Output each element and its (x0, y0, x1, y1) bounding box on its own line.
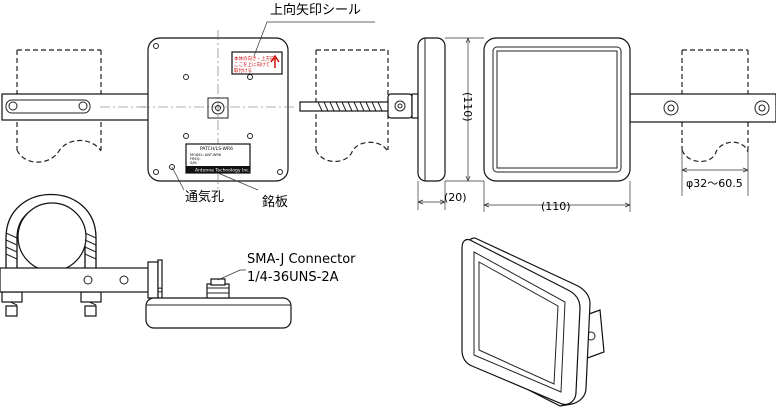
nameplate-maker: Antenna Technology Inc. (195, 168, 250, 174)
height-dimension: (110) (461, 92, 474, 122)
nameplate-line-3: FREQ: (190, 157, 201, 161)
up-arrow-sticker-label: 上向矢印シール (270, 2, 361, 18)
vent-hole-icon (169, 164, 175, 170)
side-view: (20) (299, 37, 467, 210)
sticker-line-1: 本体の向き・上方向 (234, 55, 275, 62)
connector-thread-label: 1/4-36UNS-2A (247, 270, 339, 285)
isometric-view (461, 237, 605, 407)
nameplate-line-2: MODEL: ANT-WR6 (190, 153, 221, 157)
nameplate-label: 銘板 (262, 195, 288, 210)
nameplate-line-1: PATCH/LS-WR6 (200, 146, 233, 152)
pipe-diameter-dimension: φ32～60.5 (686, 177, 743, 190)
up-arrow-icon (270, 54, 280, 68)
sticker-line-3: 取付ける (234, 67, 252, 74)
connector-name-label: SMA-J Connector (247, 252, 356, 267)
nameplate-line-4: S/N: (190, 161, 197, 165)
sticker-line-2: ここを上に向けて (234, 61, 270, 68)
vent-hole-label: 通気孔 (185, 189, 224, 205)
top-view: SMA-J Connector 1/4-36UNS-2A (0, 194, 356, 329)
front-view: (110) (110) φ32～60.5 (445, 37, 776, 213)
width-dimension: (110) (541, 200, 571, 213)
up-arrow-sticker (231, 51, 283, 75)
rear-view: 本体の向き・上方向 ここを上に向けて 取付ける PATCH/LS-WR6 MOD… (1, 2, 375, 210)
depth-dimension: (20) (444, 191, 467, 204)
